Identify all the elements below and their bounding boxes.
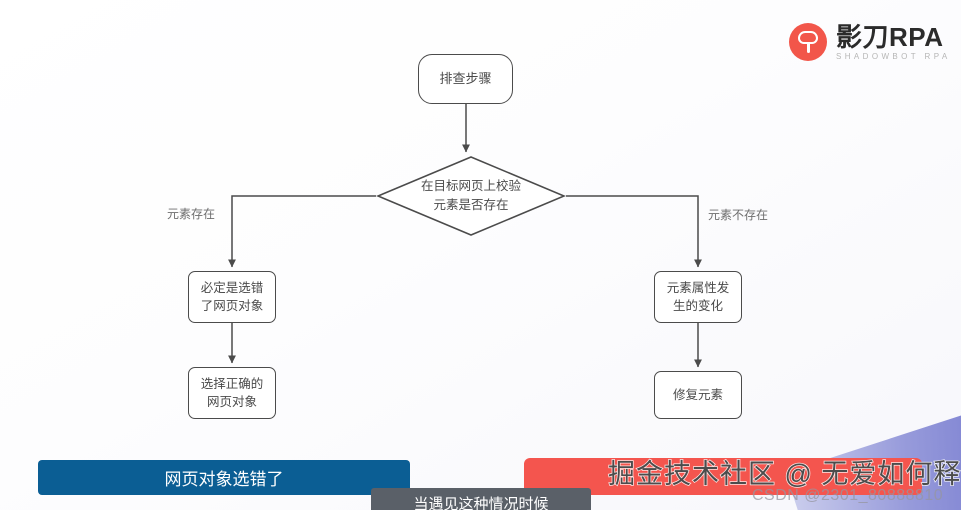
edge-label-element-exists: 元素存在 <box>167 207 216 221</box>
banner-dark-caption: 当遇见这种情况时候 <box>371 488 591 510</box>
flow-node-decision: 在目标网页上校验 元素是否存在 <box>376 155 566 237</box>
flow-node-start: 排查步骤 <box>418 54 513 104</box>
flow-node-repair-element: 修复元素 <box>654 371 742 419</box>
brand-logo: 影刀RPA SHADOWBOT RPA <box>789 23 951 61</box>
csdn-watermark: CSDN @2301_80888810 <box>752 487 944 504</box>
flow-node-select-correct-object: 选择正确的 网页对象 <box>188 367 276 419</box>
brand-subtitle: SHADOWBOT RPA <box>836 51 951 61</box>
edge-label-element-not-exists: 元素不存在 <box>708 208 769 222</box>
brand-name: 影刀RPA <box>836 21 944 52</box>
flow-node-wrong-object: 必定是选错 了网页对象 <box>188 271 276 323</box>
shadowbot-logo-icon <box>789 23 827 61</box>
flow-node-attribute-changed: 元素属性发 生的变化 <box>654 271 742 323</box>
decision-label: 在目标网页上校验 元素是否存在 <box>420 179 521 212</box>
brand-logo-text: 影刀RPA SHADOWBOT RPA <box>836 24 951 61</box>
community-watermark: 掘金技术社区 @ 无爱如何释怀 <box>607 458 961 490</box>
banner-blue: 网页对象选错了 <box>38 460 410 495</box>
decision-diamond-shape <box>376 156 566 236</box>
